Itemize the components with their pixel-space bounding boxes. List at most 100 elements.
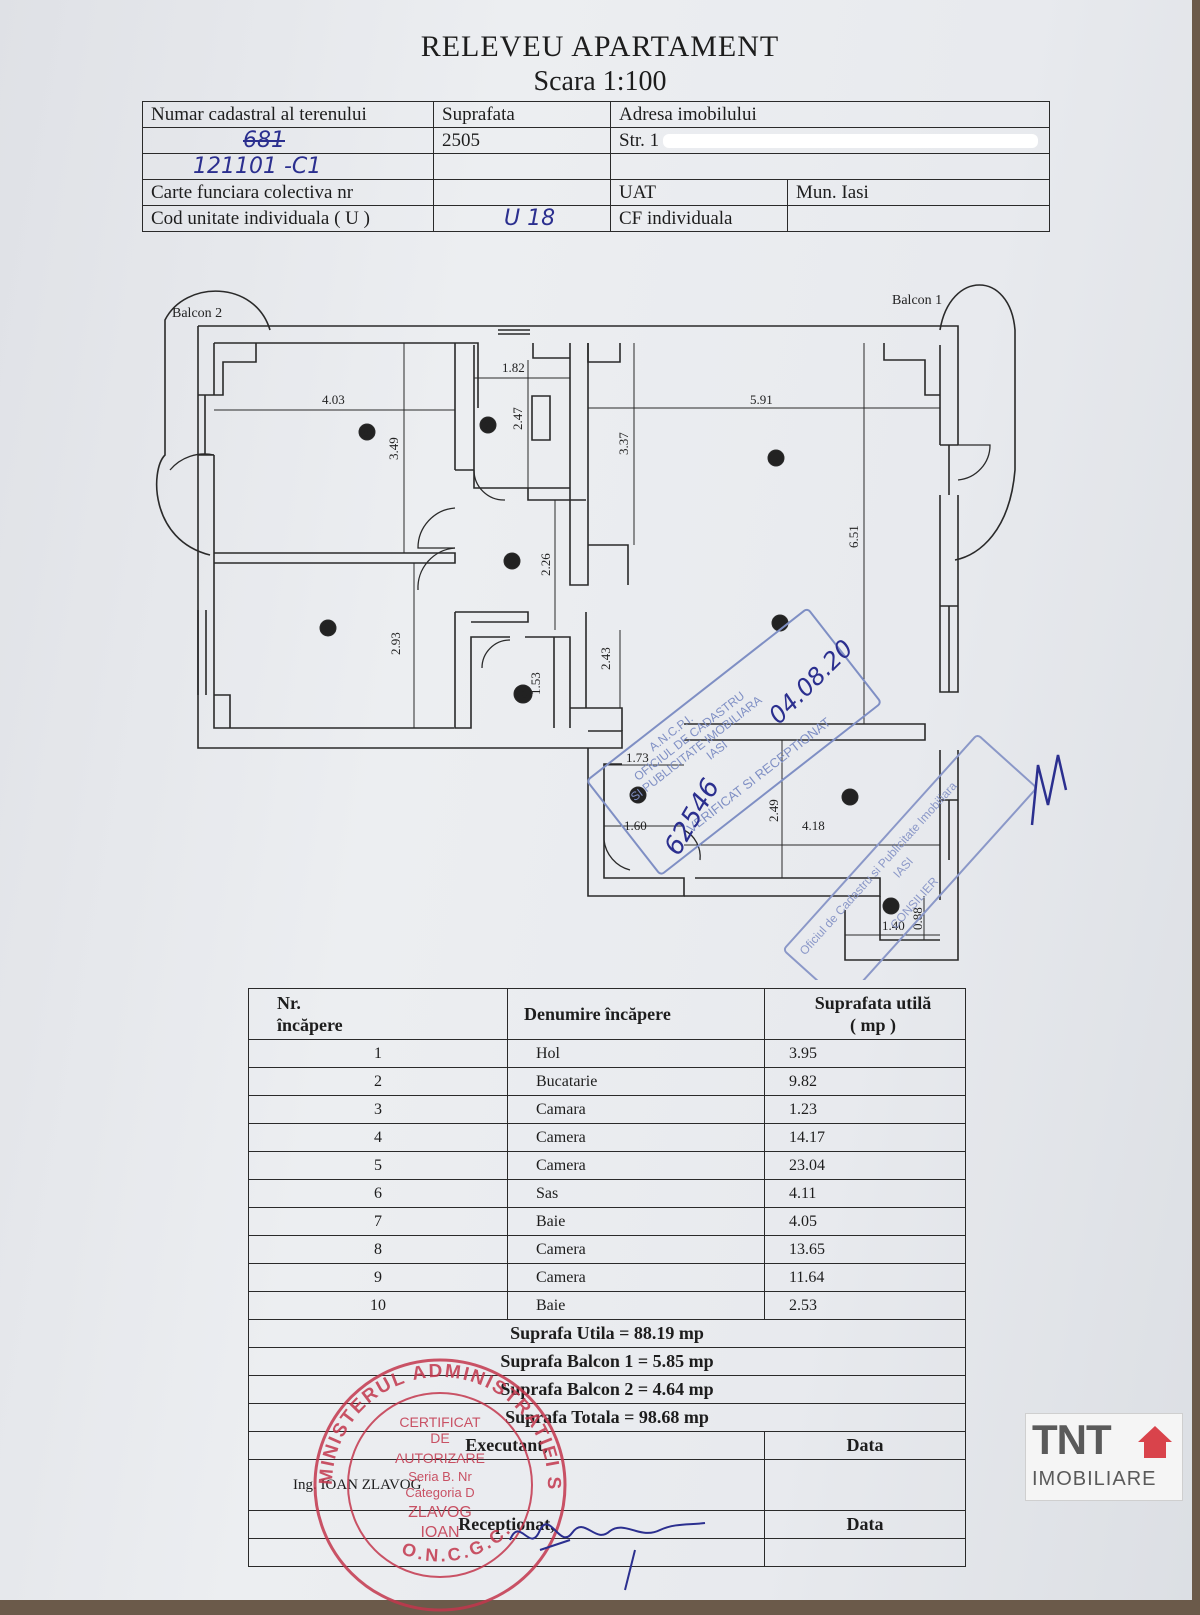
- house-icon: [1138, 1426, 1172, 1458]
- svg-text:7: 7: [484, 418, 490, 432]
- executant-signature: [509, 1522, 706, 1591]
- svg-text:ZLAVOG: ZLAVOG: [408, 1504, 472, 1521]
- info-table: Numar cadastral al terenului Suprafata A…: [142, 101, 1050, 232]
- room-marker-7: 7: [479, 416, 497, 434]
- room-name: Camera: [507, 1151, 765, 1180]
- cadastre-stamp-2: Oficiul de Cadastru si Publicitate Imobi…: [783, 734, 1037, 980]
- room-name: Camara: [507, 1095, 765, 1124]
- room-area: 14.17: [764, 1123, 966, 1152]
- room-number: 7: [248, 1207, 508, 1236]
- svg-text:CERTIFICAT: CERTIFICAT: [399, 1414, 481, 1430]
- header-name: Denumire încăpere: [507, 988, 765, 1040]
- room-name: Sas: [507, 1179, 765, 1208]
- dim-1-40: 1.40: [882, 918, 905, 933]
- room-marker-5: 5: [767, 449, 785, 467]
- svg-text:Categoria D: Categoria D: [405, 1485, 474, 1500]
- svg-text:9: 9: [324, 621, 330, 635]
- room-marker-3: 3: [882, 897, 900, 915]
- room-area: 4.05: [764, 1207, 966, 1236]
- surface-value: 2505: [433, 127, 611, 154]
- cadastral-label: Numar cadastral al terenului: [142, 101, 434, 128]
- dim-6-51: 6.51: [846, 525, 861, 548]
- room-area: 23.04: [764, 1151, 966, 1180]
- room-marker-8: 8: [358, 423, 376, 441]
- room-name: Baie: [507, 1291, 765, 1320]
- room-area: 1.23: [764, 1095, 966, 1124]
- header-nr-line2: încăpere: [277, 1015, 343, 1035]
- header-nr-line1: Nr.: [277, 993, 301, 1013]
- dim-3-37: 3.37: [616, 432, 631, 455]
- total-balcon-1: Suprafa Balcon 1 = 5.85 mp: [248, 1347, 966, 1376]
- room-area: 3.95: [764, 1039, 966, 1068]
- room-number: 6: [248, 1179, 508, 1208]
- room-area: 9.82: [764, 1067, 966, 1096]
- room-name: Bucatarie: [507, 1067, 765, 1096]
- dim-2-26: 2.26: [538, 553, 553, 576]
- svg-text:2: 2: [846, 790, 852, 804]
- cf-individual-label: CF individuala: [610, 205, 788, 232]
- cadastral-extra: 121101 -C1: [193, 154, 322, 179]
- header-area-line1: Suprafata utilă: [814, 993, 932, 1013]
- svg-text:3: 3: [887, 899, 893, 913]
- room-number: 9: [248, 1263, 508, 1292]
- dim-5-91: 5.91: [750, 392, 773, 407]
- floor-plan: Balcon 2 Balcon 1: [155, 284, 1068, 980]
- svg-text:4: 4: [776, 616, 782, 630]
- surface-label: Suprafata: [433, 101, 611, 128]
- dim-1-73: 1.73: [626, 750, 649, 765]
- svg-text:10: 10: [516, 689, 528, 701]
- rooms-table: Nr. încăpere Denumire încăpere Suprafata…: [248, 988, 966, 1567]
- redaction-mark: [663, 134, 1039, 149]
- svg-text:Seria B. Nr: Seria B. Nr: [408, 1469, 472, 1484]
- document-title: RELEVEU APARTAMENT: [420, 30, 780, 63]
- room-number: 10: [248, 1291, 508, 1320]
- room-marker-1: 1: [629, 786, 647, 804]
- dim-2-43: 2.43: [598, 647, 613, 670]
- stamp-date: 04.08.20: [763, 634, 858, 729]
- cadastral-value: 681: [243, 128, 285, 153]
- unit-code-value: U 18: [504, 206, 556, 231]
- doors: [169, 444, 991, 871]
- document-scale: Scara 1:100: [533, 66, 667, 97]
- room-area: 11.64: [764, 1263, 966, 1292]
- room-marker-6: 6: [503, 552, 521, 570]
- room-number: 8: [248, 1235, 508, 1264]
- svg-text:DE: DE: [430, 1430, 449, 1446]
- balcon-1-label: Balcon 1: [892, 293, 942, 308]
- room-name: Baie: [507, 1207, 765, 1236]
- room-area: 4.11: [764, 1179, 966, 1208]
- uat-label: UAT: [610, 179, 788, 206]
- room-marker-2: 2: [841, 788, 859, 806]
- dim-1-53: 1.53: [528, 672, 543, 695]
- data-label-2: Data: [764, 1510, 966, 1539]
- svg-text:5: 5: [772, 451, 778, 465]
- dim-3-49: 3.49: [386, 437, 401, 460]
- dim-2-49: 2.49: [766, 799, 781, 822]
- dim-2-93: 2.93: [388, 632, 403, 655]
- room-name: Camera: [507, 1235, 765, 1264]
- room-name: Hol: [507, 1039, 765, 1068]
- executant-label: Executant,: [248, 1431, 765, 1460]
- total-balcon-2: Suprafa Balcon 2 = 4.64 mp: [248, 1375, 966, 1404]
- room-number: 3: [248, 1095, 508, 1124]
- brand-logo: TNT IMOBILIARE: [1025, 1413, 1183, 1501]
- address-label: Adresa imobilului: [610, 101, 1050, 128]
- svg-text:AUTORIZARE: AUTORIZARE: [395, 1450, 485, 1466]
- room-marker-9: 9: [319, 619, 337, 637]
- svg-text:8: 8: [363, 425, 369, 439]
- cf-collective-label: Carte funciara colectiva nr: [142, 179, 434, 206]
- street-prefix: Str. 1: [619, 129, 660, 151]
- total-utila: Suprafa Utila = 88.19 mp: [248, 1319, 966, 1348]
- svg-text:OFICIUL DE CADASTRU: OFICIUL DE CADASTRU: [631, 689, 747, 784]
- brand-logo-text: TNT: [1032, 1416, 1112, 1463]
- unit-code-label: Cod unitate individuala ( U ): [142, 205, 434, 232]
- balcony-2-outline: [155, 290, 271, 556]
